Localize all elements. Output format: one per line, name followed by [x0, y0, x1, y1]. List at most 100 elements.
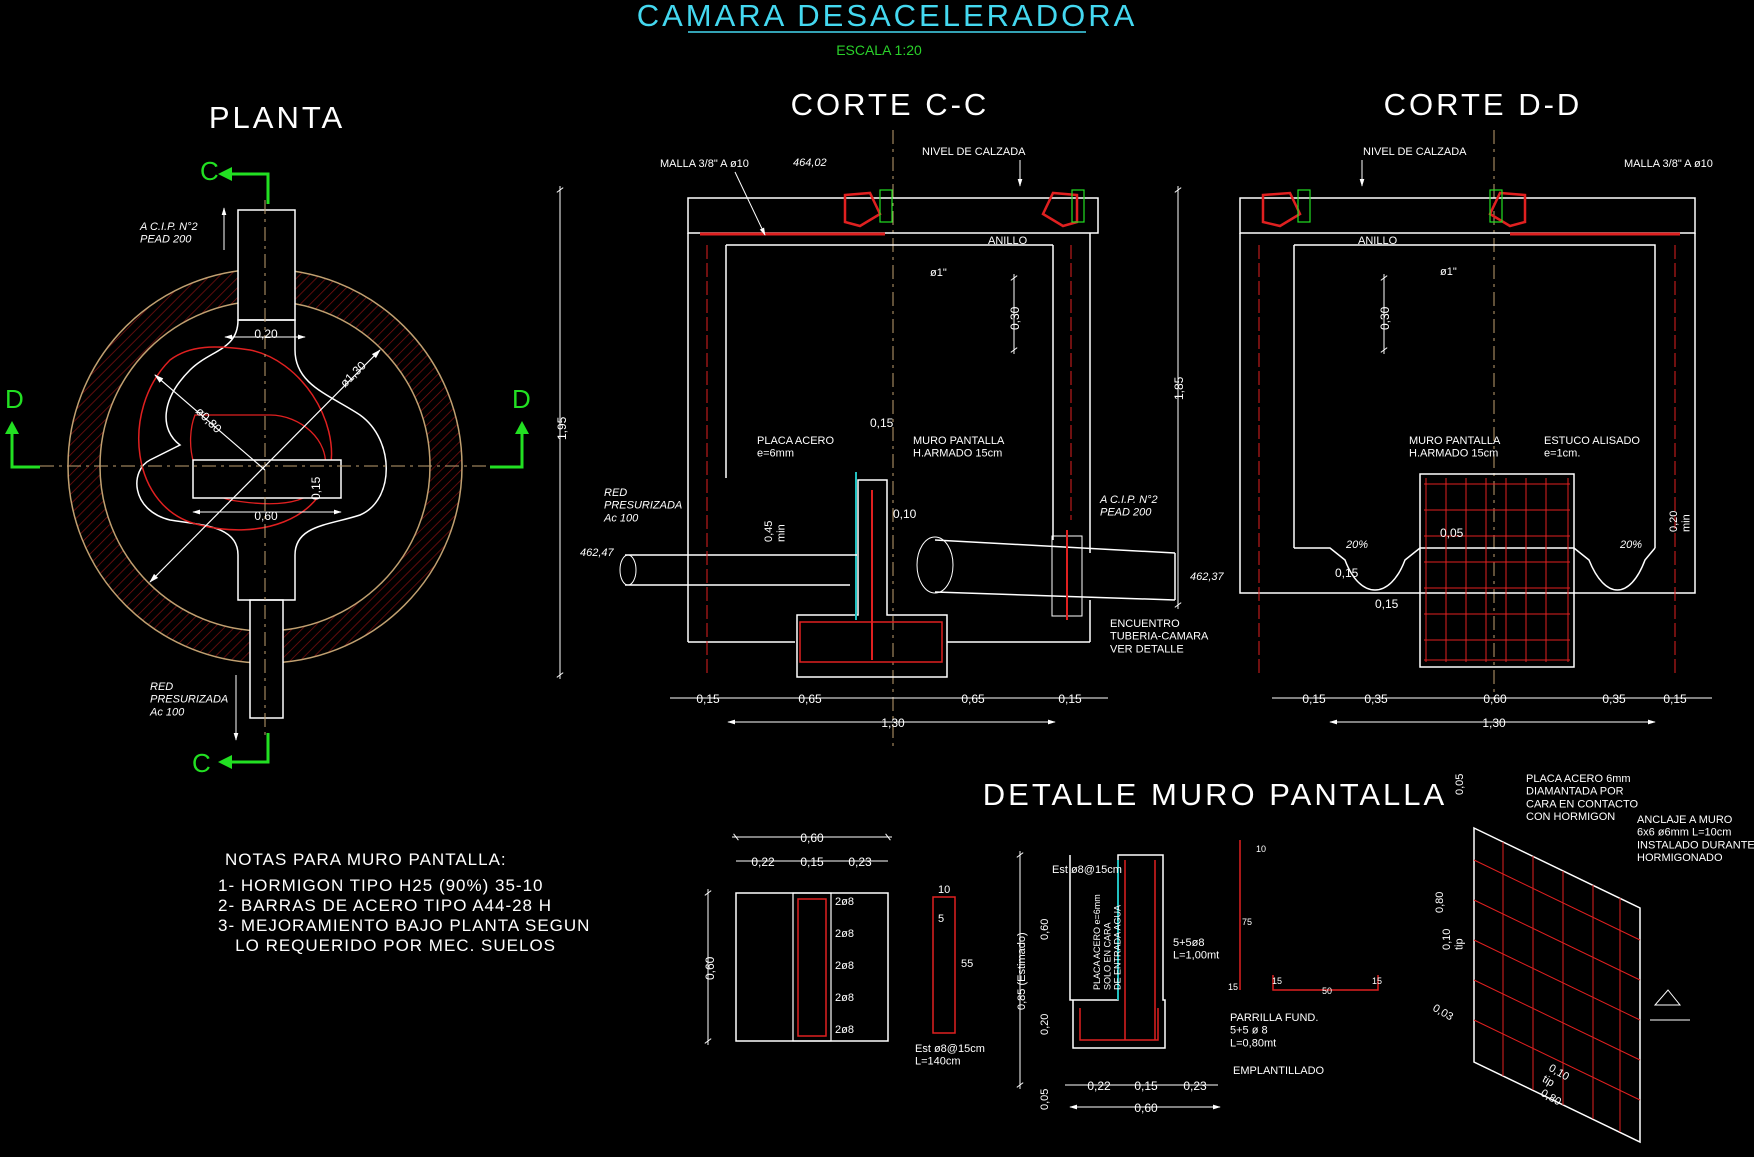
- cc-pipe-out: [934, 539, 1176, 601]
- section-arrow-c-bottom: [225, 733, 270, 764]
- dd-bottom-dim-3: 0,60: [1483, 692, 1507, 706]
- det-d-020: 0,20: [1039, 1014, 1051, 1035]
- dim-diagonal-130: [149, 349, 381, 583]
- det-est: Est ø8@15cm: [1052, 864, 1122, 876]
- note-4: LO REQUERIDO POR MEC. SUELOS: [218, 936, 556, 955]
- cc-elev-out: 462,37: [1190, 571, 1225, 583]
- det-bar-5: 2ø8: [835, 1024, 854, 1036]
- det-bar-3: 2ø8: [835, 960, 854, 972]
- drawing-scale: ESCALA 1:20: [836, 42, 922, 58]
- dd-dim-015a: 0,15: [1335, 566, 1359, 580]
- cc-bottom-dim-2: 0,65: [798, 692, 822, 706]
- section-label-c-top: C: [200, 156, 219, 186]
- arrowhead-c-bottom: [218, 755, 232, 769]
- cc-bottom-dim-1: 0,15: [696, 692, 720, 706]
- dd-pct-right: 20%: [1619, 539, 1642, 551]
- cc-wall-left: [687, 233, 727, 642]
- dd-bottom-dim-2: 0,35: [1364, 692, 1388, 706]
- cc-bottom-dim-3: 0,65: [961, 692, 985, 706]
- iso-plate: [1473, 826, 1641, 1144]
- dd-bottom-dim-5: 0,15: [1663, 692, 1687, 706]
- det-bot-total: 0,60: [1134, 1101, 1158, 1115]
- cc-dim-185: 1,85: [1172, 376, 1186, 400]
- dd-ring-right: [1488, 191, 1527, 228]
- det-u-15c: 15: [1372, 976, 1382, 986]
- det-u-15a: 15: [1228, 982, 1238, 992]
- notes-title: NOTAS PARA MURO PANTALLA:: [225, 850, 507, 869]
- note-2: 2- BARRAS DE ACERO TIPO A44-28 H: [218, 896, 552, 915]
- iso-plate-grid: [1473, 842, 1641, 1132]
- dd-top-slab: [1239, 197, 1696, 234]
- det-bar-2: 2ø8: [835, 928, 854, 940]
- pipe-bottom: [249, 599, 284, 719]
- cc-phi1: ø1": [930, 267, 947, 279]
- det-placa-v: PLACA ACERO e=6mmSOLO EN CARADE ENTRADA …: [1092, 894, 1123, 990]
- iso-003: 0,03: [1431, 1002, 1456, 1023]
- dd-pct-left: 20%: [1345, 539, 1368, 551]
- cc-top-slab: [687, 197, 1099, 234]
- cc-dim-030: 0,30: [1008, 306, 1022, 330]
- cc-anillo: ANILLO: [988, 235, 1028, 247]
- note-1: 1- HORMIGON TIPO H25 (90%) 35-10: [218, 876, 544, 895]
- cc-elev-top: 464,02: [793, 157, 827, 169]
- dd-total: 1,30: [1482, 716, 1506, 730]
- det-stirrup-10: 10: [938, 884, 950, 896]
- cc-pipe-in: [625, 554, 857, 586]
- corte-dd-view: CORTE D-D 0,30 NIVEL DE CALZADA MALLA 3/…: [1239, 87, 1713, 730]
- notes-block: NOTAS PARA MURO PANTALLA: 1- HORMIGON TI…: [218, 850, 589, 955]
- det-sec-dim-3: 0,23: [848, 855, 872, 869]
- det-d-085: 0,85 (Estimado): [1016, 932, 1028, 1010]
- det-emplant: EMPLANTILLADO: [1233, 1065, 1325, 1077]
- det-bot-dim-1: 0,22: [1087, 1079, 1111, 1093]
- corte-cc-title: CORTE C-C: [791, 87, 990, 122]
- det-u-bar: [1239, 840, 1379, 991]
- det-d-060: 0,60: [1039, 919, 1051, 940]
- dd-anillo: ANILLO: [1358, 235, 1398, 247]
- cc-elev-in: 462,47: [580, 547, 615, 559]
- iso-010: 0,10tip: [1441, 929, 1466, 950]
- planta-dim-015: 0,15: [309, 476, 323, 500]
- cc-malla-leader: [734, 171, 766, 236]
- arrowhead-d-right: [515, 421, 529, 434]
- cc-frame-left: [879, 189, 893, 223]
- planta-dim-060: 0,60: [254, 509, 278, 523]
- det-bot-dim-3: 0,23: [1183, 1079, 1207, 1093]
- cc-bottom-dim-4: 0,15: [1058, 692, 1082, 706]
- section-arrow-d-right: [490, 428, 524, 469]
- iso-080: 0,80: [1434, 892, 1446, 913]
- det-bar-1: 2ø8: [835, 896, 854, 908]
- det-u-15b: 15: [1272, 976, 1282, 986]
- dd-malla: MALLA 3/8" A ø10: [1624, 158, 1713, 170]
- dd-ring-left: [1261, 191, 1302, 228]
- dd-baffle: [1419, 473, 1575, 668]
- cc-frame-right: [1071, 189, 1085, 223]
- dd-phi1: ø1": [1440, 266, 1457, 278]
- dd-dim-030: 0,30: [1378, 306, 1392, 330]
- dd-bottom-dim-4: 0,35: [1602, 692, 1626, 706]
- cc-pipe-in-end: [619, 554, 637, 586]
- dim-diagonal-080: [154, 374, 266, 471]
- det-d-005: 0,05: [1039, 1089, 1051, 1110]
- cc-wall-right: [1052, 233, 1091, 642]
- detalle-view: DETALLE MURO PANTALLA 0,60 0,22 0,15 0,2…: [703, 773, 1754, 1144]
- corte-dd-title: CORTE D-D: [1384, 87, 1583, 122]
- dd-walls: [1239, 233, 1696, 594]
- drawing-title: CAMARA DESACELERADORA: [637, 0, 1138, 33]
- cc-dim-045: 0,45min: [763, 521, 788, 542]
- dd-frame-right: [1489, 189, 1503, 223]
- det-sec-dim-1: 0,22: [751, 855, 775, 869]
- det-stirrup-5: 5: [938, 913, 944, 925]
- section-label-d-right: D: [512, 384, 531, 414]
- iso-080b: 0,80: [1539, 1087, 1564, 1108]
- cc-pipe-out-start: [916, 536, 954, 594]
- dd-nivel: NIVEL DE CALZADA: [1363, 146, 1467, 158]
